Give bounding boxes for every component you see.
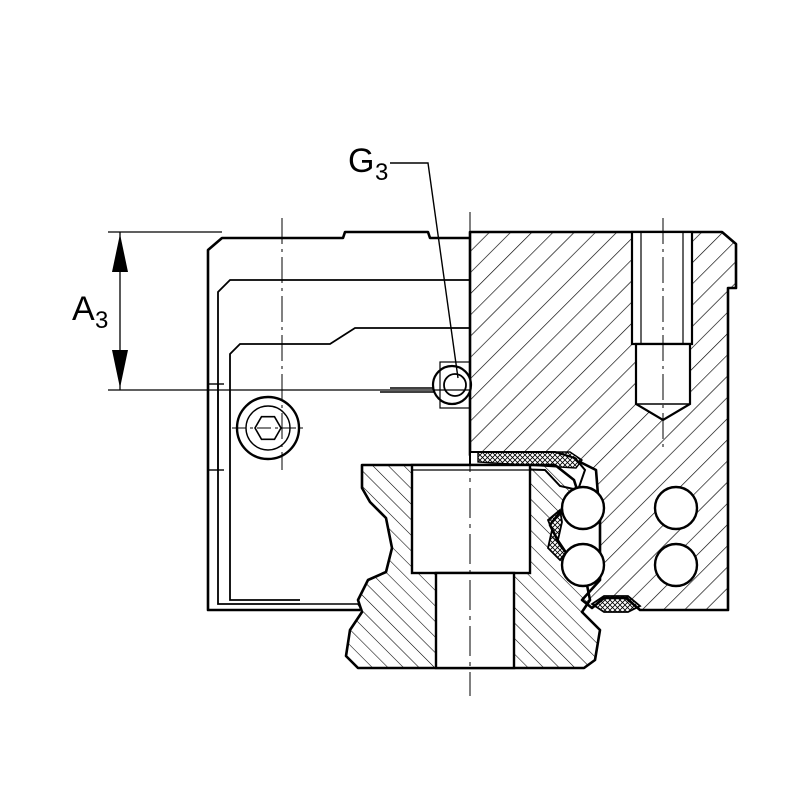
ball bbox=[560, 542, 606, 588]
a3-label: A bbox=[72, 290, 95, 328]
guide-rail bbox=[344, 463, 602, 670]
rolling-balls bbox=[560, 485, 699, 588]
ball bbox=[560, 485, 606, 531]
top-seal bbox=[477, 451, 584, 469]
g3-label-subscript: 3 bbox=[375, 159, 388, 186]
bottom-seal bbox=[590, 595, 642, 613]
seals bbox=[477, 451, 642, 613]
socket-screw bbox=[232, 218, 304, 470]
leader-g3: G 3 bbox=[348, 142, 459, 379]
ball bbox=[653, 542, 699, 588]
lube-nipple bbox=[431, 361, 473, 409]
ball bbox=[653, 485, 699, 531]
rail-bore bbox=[434, 571, 516, 670]
rail-counterbore bbox=[410, 463, 532, 575]
arrow-down bbox=[112, 350, 128, 388]
arrow-up bbox=[112, 234, 128, 272]
ball-retainer bbox=[546, 508, 568, 562]
dimension-a3: A 3 bbox=[72, 231, 470, 391]
a3-label-subscript: 3 bbox=[95, 307, 108, 334]
g3-label: G bbox=[348, 142, 374, 180]
threaded-hole bbox=[630, 218, 694, 450]
carriage-outline bbox=[206, 230, 470, 612]
